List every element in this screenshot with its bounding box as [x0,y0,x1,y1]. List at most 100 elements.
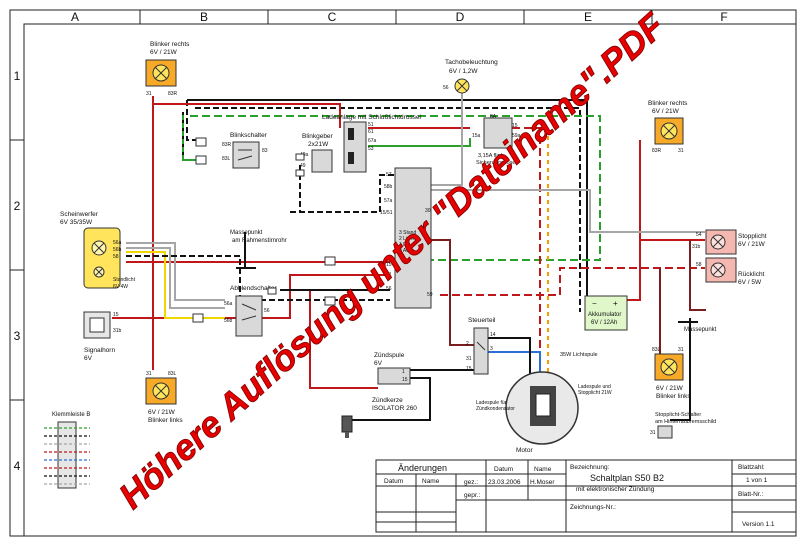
scheinwerfer-pin56a: 56a [113,240,122,246]
row-labels: 1 2 3 4 [14,69,21,473]
wire-red-rueck [440,267,705,296]
zuendschloss-pin56: 56 [386,286,392,292]
grid-frame [9,9,797,537]
sicherung-label2: Sicherungsdose [476,160,515,166]
ladeanlage-pin51: 51 [368,122,374,128]
tb-zeichnungsnr: Zeichnungs-Nr.: [570,504,616,511]
wire-brown-steuer [430,239,478,346]
wire-black-brake [670,318,691,421]
zuendschloss-line2: 2 Licht [399,236,414,242]
scheinwerfer-spec: 6V 35/35W [60,219,93,226]
blinkgeber-pin49: 49 [300,163,306,169]
zuendschloss-pin15-51: 15/51 [380,210,393,216]
blinker-rechts-top-spec: 6V / 21W [150,49,178,56]
wire-green-long [190,115,601,261]
zuendschloss-line3: 1 Ein [399,242,411,248]
tb-gez-datum: 23.03.2006 [488,479,521,486]
tacho-name: Tachobeleuchtung [445,59,498,66]
row-label: 4 [14,459,21,473]
blinker-links-right-pin31: 31 [678,347,684,353]
zuendkerze-spec: ISOLATOR 260 [372,405,417,412]
blinker-links-right-spec: 6V / 21W [656,385,684,392]
signalhorn-pin15: 15 [113,312,119,318]
zuendspule-pin15: 15 [402,377,408,383]
zuendschloss-pin58b: 58b [384,184,393,190]
blinker-rechts-right-pin83r: 83R [652,148,662,154]
klemmleiste-name: Klemmleiste B [52,412,90,418]
ladeanlage-pin61: 61 [368,129,374,135]
steuerteil: Steuerteil 14 2 31 3 15 [466,317,496,375]
scheinwerfer-name: Scheinwerfer [60,211,99,218]
stopplicht-name: Stopplicht [738,233,767,240]
row-label: 2 [14,199,21,213]
tb-aenderungen: Änderungen [398,463,447,473]
blinkgeber: Blinkgeber 2x21W 49a 49 [300,133,334,173]
massepunkt-rahmen-label2: am Rahmenstirnrohr [232,238,287,244]
zuendspule-name: Zündspule [374,352,405,359]
blinker-links-right-pin83l: 83L [652,347,661,353]
zuendschloss-pin30: 30 [425,208,431,214]
blinker-rechts-top-pin31: 31 [146,91,152,97]
tacho-spec: 6V / 1,2W [449,68,478,75]
motor-ladespule-zk-l2: Zündkondensator [476,406,515,412]
signalhorn-pin31b: 31b [113,328,122,334]
tb-gez: gez.: [464,479,478,486]
row-label: 1 [14,69,21,83]
blinker-rechts-right-spec: 6V / 21W [652,108,680,115]
blinker-links-left: 31 83L 6V / 21W Blinker links [145,371,183,424]
blinkschalter-pin83r: 83R [222,142,232,148]
steuerteil-name: Steuerteil [468,317,496,324]
title-block-text: Änderungen Datum Name Datum Name gez.: g… [384,463,775,528]
row-label: 3 [14,329,21,343]
wire-red-stop [689,240,706,311]
blinker-rechts-right: Blinker rechts 6V / 21W 83R 31 [648,100,688,154]
wire-black-hv [350,377,431,421]
stopp-schalter-label2: am Hinterradbremsschild [655,419,716,425]
tb-version: Version 1.1 [742,521,775,528]
steuerteil-pin15: 15 [466,366,472,372]
motor-ladespule-stop-l2: Stopplicht 21W [578,390,612,396]
blinkschalter: Blinkschalter 83R 83L 83 [195,132,268,169]
tacho-pin56: 56 [443,85,449,91]
zuendspule-spec: 6V [374,360,383,367]
steuerteil-pin3: 3 [490,346,493,352]
scheinwerfer-pin58: 58 [113,254,119,260]
signalhorn-spec: 6V [84,355,93,362]
motor-ladespule-stop-l1: Ladespule und [578,384,611,390]
zuendschloss-pin15: 15 [386,262,392,268]
massepunkt-right: Massepunkt [678,321,717,333]
blinker-rechts-top: Blinker rechts 6V / 21W 31 83R [145,41,190,97]
column-label: D [456,10,465,24]
blinker-rechts-top-pin83r: 83R [168,91,178,97]
zuendschloss-pin59: 59 [427,292,433,298]
standlicht-spec: 6V 4W [113,284,128,290]
abblendschalter-name: Abblendschalter [230,285,277,292]
abblendschalter-pin56: 56 [264,308,270,314]
zuendspule-pin1: 1 [402,369,405,375]
scheinwerfer: Scheinwerfer 6V 35/35W 56a 56b 58 Standl… [60,211,136,290]
tb-gez-name: H.Moser [530,479,555,486]
connectors [192,153,336,323]
stopp-schalter-name: Stopplicht-Schalter [655,412,701,418]
tb-subtitle: mit elektronischer Zündung [576,486,655,493]
abblendschalter: Abblendschalter 56a 56b 56 [224,285,277,337]
blinkschalter-pin83l: 83L [222,156,231,162]
blinker-rechts-right-pin31: 31 [678,148,684,154]
ruecklicht-name: Rücklicht [738,271,765,278]
blinker-links-left-spec: 6V / 21W [148,409,176,416]
akku-minus: − [592,299,597,308]
steuerteil-pin14: 14 [490,332,496,338]
motor-name: Motor [516,447,533,454]
motor: Ladespule für Zündkondensator Ladespule … [476,371,612,454]
zuendkerze-name: Zündkerze [372,397,403,404]
wire-grey-head [126,242,225,301]
motor-ladespule-zk-l1: Ladespule für [476,400,507,406]
wire-black-dash-a [195,107,581,312]
massepunkt-right-name: Massepunkt [684,327,717,333]
ruecklicht: Rücklicht 6V / 5W 58 [696,257,765,286]
zuendschloss-pin57: 57 [386,172,392,178]
blinker-links-left-pin31: 31 [146,371,152,377]
zuendschloss-line4: 0 Aus [399,248,412,254]
column-label: E [584,10,592,24]
wire-black-14 [478,337,531,380]
